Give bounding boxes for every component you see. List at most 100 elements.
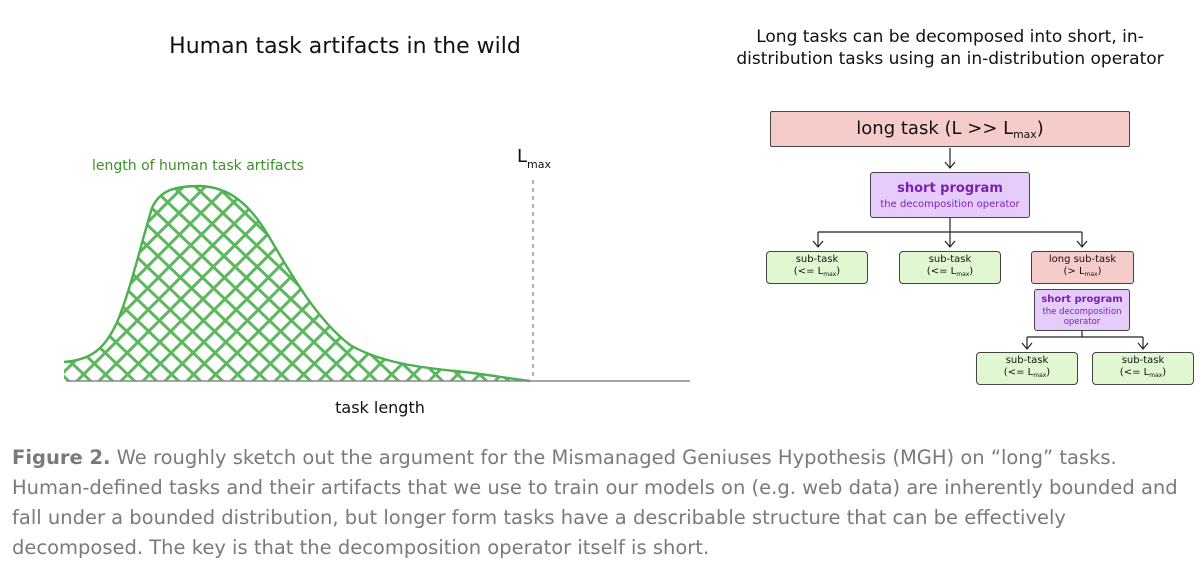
hatch-line — [506, 186, 530, 381]
short-program-title: short program — [897, 180, 1003, 196]
hatch-line — [220, 186, 444, 381]
hatch-line — [64, 186, 124, 381]
hatch-line — [64, 186, 168, 381]
lmax-label: Lmax — [517, 146, 551, 171]
x-axis-label: task length — [335, 398, 425, 417]
hatch-line — [528, 186, 530, 381]
hatch-line — [462, 186, 530, 381]
subtask-d-line2: (<= Lmax) — [1120, 367, 1166, 382]
subtask-c-line2: (<= Lmax) — [1004, 367, 1050, 382]
hatch-line — [396, 186, 530, 381]
long-task-post: ) — [1036, 117, 1044, 139]
hatch-line — [330, 186, 530, 381]
diagram-sketch — [0, 148, 1149, 390]
curve-hatching — [0, 170, 782, 390]
long-subtask-box: long sub-task (> Lmax) — [1031, 251, 1134, 284]
subtask-box-a: sub-task (<= Lmax) — [766, 251, 868, 284]
lmax-sub: max — [527, 158, 551, 171]
long-task-pre: long task (L >> L — [856, 117, 1014, 139]
subtask-d-sub: max — [1149, 372, 1163, 380]
long-subtask-line2: (> Lmax) — [1063, 266, 1101, 281]
hatch-line — [242, 186, 466, 381]
hatch-line — [440, 186, 530, 381]
hatch-line — [506, 186, 530, 381]
hatch-line — [0, 170, 46, 390]
hatch-line — [418, 186, 530, 381]
distribution-curve — [63, 184, 531, 383]
long-subtask-pre: (> L — [1063, 265, 1085, 277]
subtask-box-c: sub-task (<= Lmax) — [976, 352, 1078, 385]
long-subtask-sub: max — [1084, 271, 1098, 279]
hatch-line — [374, 186, 530, 381]
subtask-a-post: ) — [836, 265, 841, 277]
subtask-b-pre: (<= L — [926, 265, 957, 277]
hatch-line — [396, 186, 530, 381]
long-task-text: long task (L >> Lmax) — [856, 118, 1043, 141]
subtask-d-line1: sub-task — [1121, 354, 1165, 366]
hatch-line — [64, 186, 92, 381]
hatch-line — [0, 170, 56, 390]
hatch-line — [0, 170, 24, 390]
short-program-2-subtitle: the decomposition operator — [1042, 307, 1121, 327]
right-panel-title: Long tasks can be decomposed into short,… — [700, 26, 1200, 70]
hatch-line — [418, 186, 530, 381]
subtask-d-post: ) — [1162, 366, 1167, 378]
right-title-line1: Long tasks can be decomposed into short,… — [756, 27, 1144, 47]
short-program-2-sub-l1: the decomposition — [1042, 306, 1122, 317]
hatch-line — [0, 170, 2, 390]
hatch-line — [64, 186, 234, 381]
hatch-line — [64, 186, 256, 381]
short-program-2-title: short program — [1041, 293, 1123, 305]
subtask-c-line1: sub-task — [1005, 354, 1049, 366]
hatch-line — [484, 186, 530, 381]
subtask-b-sub: max — [956, 271, 970, 279]
hatch-line — [352, 186, 530, 381]
figure-label: Figure 2. — [12, 446, 111, 469]
hatch-line — [552, 170, 782, 390]
hatch-line — [286, 186, 510, 381]
subtask-b-post: ) — [969, 265, 974, 277]
short-program-box: short program the decomposition operator — [870, 172, 1030, 218]
hatch-line — [308, 186, 530, 381]
hatch-line — [154, 186, 388, 381]
hatch-line — [64, 186, 146, 381]
subtask-box-d: sub-task (<= Lmax) — [1092, 352, 1194, 385]
subtask-b-line1: sub-task — [928, 253, 972, 265]
hatch-line — [64, 186, 136, 381]
hatch-line — [64, 186, 70, 381]
right-title-line2: distribution tasks using an in-distribut… — [736, 49, 1164, 69]
hatch-line — [64, 186, 114, 381]
short-program-subtitle: the decomposition operator — [880, 198, 1020, 210]
subtask-c-pre: (<= L — [1003, 366, 1034, 378]
subtask-a-line2: (<= Lmax) — [794, 266, 840, 281]
subtask-a-sub: max — [823, 271, 837, 279]
curve-label: length of human task artifacts — [92, 158, 304, 174]
subtask-d-pre: (<= L — [1119, 366, 1150, 378]
hatch-line — [374, 186, 530, 381]
long-subtask-post: ) — [1097, 265, 1102, 277]
hatch-line — [484, 186, 530, 381]
long-task-box: long task (L >> Lmax) — [770, 111, 1130, 147]
hatch-line — [0, 170, 34, 390]
hatch-line — [528, 186, 530, 381]
hatch-line — [352, 186, 530, 381]
lmax-base: L — [517, 146, 528, 167]
left-panel-title: Human task artifacts in the wild — [169, 34, 521, 59]
tree-connectors — [812, 148, 1149, 350]
caption-text: We roughly sketch out the argument for t… — [12, 446, 1178, 559]
subtask-box-b: sub-task (<= Lmax) — [899, 251, 1001, 284]
subtask-b-line2: (<= Lmax) — [927, 266, 973, 281]
hatch-line — [0, 170, 12, 390]
hatch-line — [552, 170, 772, 390]
hatch-line — [64, 186, 246, 381]
hatch-line — [132, 186, 366, 381]
subtask-c-sub: max — [1033, 372, 1047, 380]
short-program-2-sub-l2: operator — [1063, 316, 1101, 327]
hatch-line — [440, 186, 530, 381]
hatch-line — [64, 186, 80, 381]
subtask-c-post: ) — [1046, 366, 1051, 378]
long-subtask-line1: long sub-task — [1048, 253, 1117, 265]
figure-caption: Figure 2. We roughly sketch out the argu… — [12, 443, 1192, 563]
subtask-a-pre: (<= L — [793, 265, 824, 277]
short-program-box-2: short program the decomposition operator — [1034, 289, 1130, 331]
